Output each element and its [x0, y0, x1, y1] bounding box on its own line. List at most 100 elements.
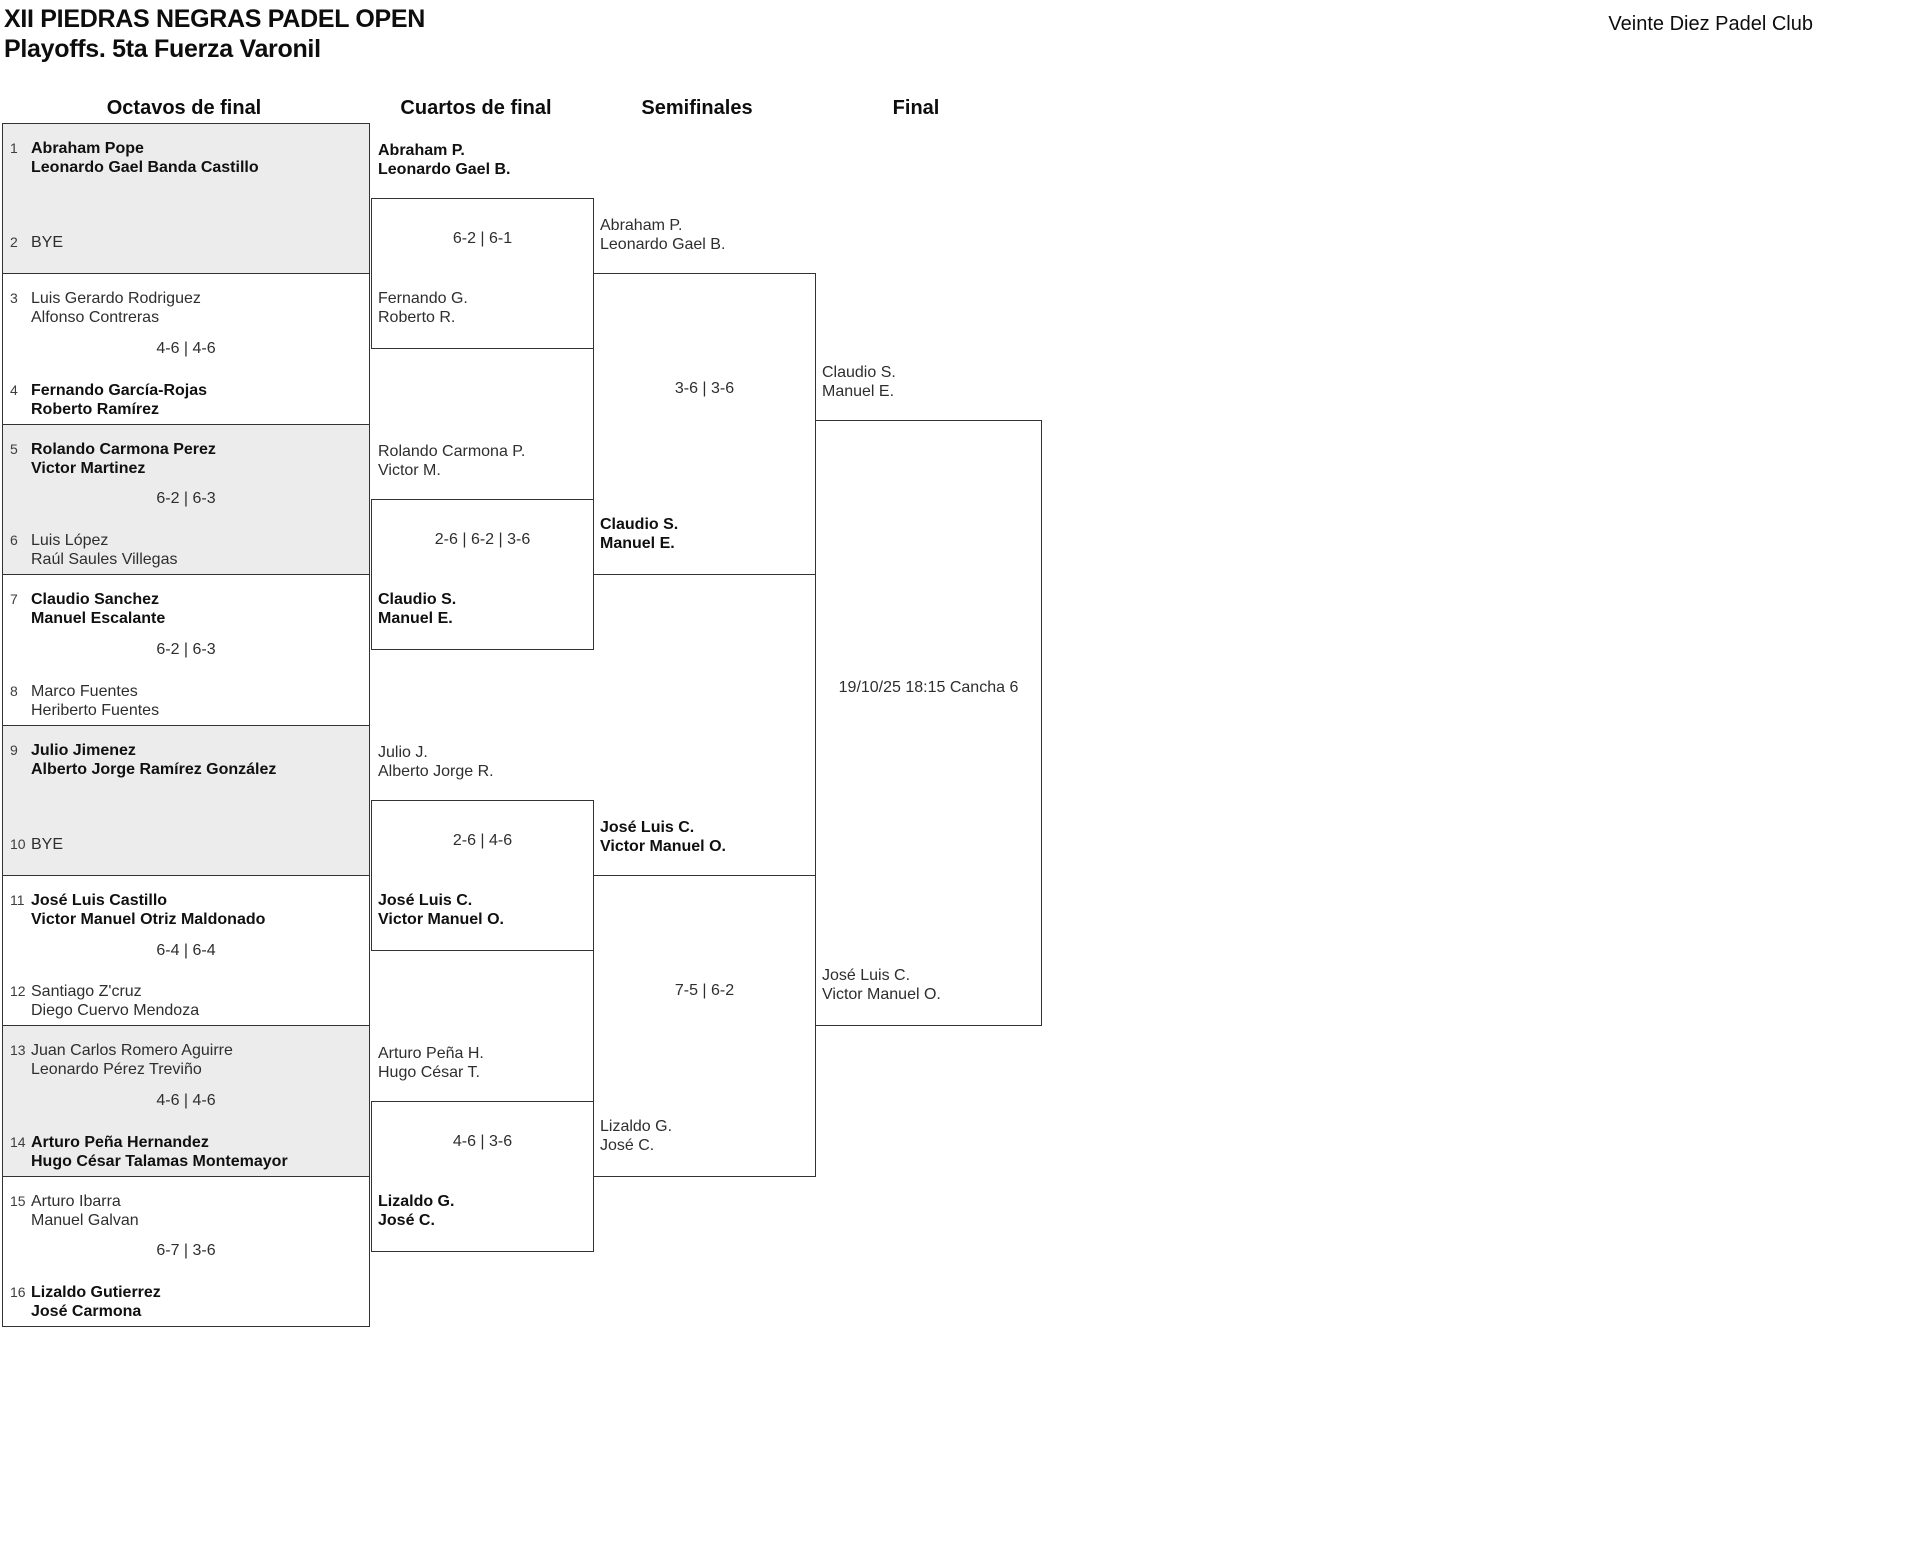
player-name: Leonardo Gael B.	[378, 161, 511, 178]
team-names: Claudio Sanchez Manuel Escalante	[31, 590, 359, 628]
match-score: 2-6 | 6-2 | 3-6	[434, 530, 531, 548]
seed-number: 13	[10, 1042, 26, 1059]
player-name: José Carmona	[31, 1303, 142, 1320]
seed-number: 5	[10, 440, 18, 457]
match-score: 6-2 | 6-3	[156, 640, 216, 658]
match-score: 6-4 | 6-4	[156, 941, 216, 959]
team-label: Claudio S. Manuel E.	[600, 515, 811, 553]
team-names: Marco Fuentes Heriberto Fuentes	[31, 682, 359, 720]
player-name: Leonardo Gael Banda Castillo	[31, 159, 259, 176]
player-name: José Luis C.	[378, 892, 473, 909]
match-score: 3-6 | 3-6	[674, 380, 735, 397]
team-label: Abraham P. Leonardo Gael B.	[378, 141, 589, 179]
team-slot: 8 Marco Fuentes Heriberto Fuentes	[10, 682, 359, 720]
seed-number: 4	[10, 381, 18, 398]
team-label: José Luis C. Victor Manuel O.	[378, 891, 589, 929]
player-name: Santiago Z'cruz	[31, 983, 142, 1001]
seed-number: 1	[10, 140, 18, 156]
r16-match-4: 7 Claudio Sanchez Manuel Escalante 6-2 |…	[3, 575, 369, 726]
match-score: 6-7 | 3-6	[156, 1242, 216, 1260]
team-label: Julio J. Alberto Jorge R.	[378, 743, 589, 781]
player-name: Manuel E.	[822, 383, 895, 400]
player-name: BYE	[31, 835, 64, 853]
seed-number: 7	[10, 591, 18, 608]
match-score: 6-2 | 6-1	[452, 229, 513, 247]
player-name: Diego Cuervo Mendoza	[31, 1002, 200, 1020]
match-score: 4-6 | 4-6	[156, 1091, 216, 1109]
r16-match-3: 5 Rolando Carmona Perez Victor Martinez …	[3, 424, 369, 576]
quarterfinal-match-2: Rolando Carmona P. Victor M. 2-6 | 6-2 |…	[371, 443, 594, 650]
player-name: Arturo Peña Hernandez	[31, 1133, 209, 1151]
r16-match-7: 13 Juan Carlos Romero Aguirre Leonardo P…	[3, 1026, 369, 1177]
player-name: Victor Manuel O.	[600, 838, 726, 855]
player-name: Julio Jimenez	[31, 741, 136, 759]
player-name: Luis López	[31, 532, 109, 550]
team-slot: 6 Luis López Raúl Saules Villegas	[10, 531, 359, 569]
team-label: Abraham P. Leonardo Gael B.	[600, 216, 811, 254]
player-name: Victor M.	[378, 462, 441, 479]
r16-match-2: 3 Luis Gerardo Rodriguez Alfonso Contrer…	[3, 274, 369, 425]
player-name: Heriberto Fuentes	[31, 701, 160, 719]
player-name: Claudio Sanchez	[31, 591, 160, 609]
player-name: Arturo Peña H.	[378, 1045, 484, 1062]
team-label: Lizaldo G. José C.	[600, 1117, 811, 1155]
team-names: Rolando Carmona Perez Victor Martinez	[31, 440, 359, 478]
player-name: Manuel Escalante	[31, 610, 166, 628]
player-name: Lizaldo Gutierrez	[31, 1284, 161, 1301]
player-name: Victor Martinez	[31, 459, 146, 477]
team-names: Luis Gerardo Rodriguez Alfonso Contreras	[31, 289, 359, 327]
r16-match-5: 9 Julio Jimenez Alberto Jorge Ramírez Go…	[3, 725, 369, 876]
team-label: José Luis C. Victor Manuel O.	[822, 966, 1037, 1004]
team-slot: 2 BYE	[10, 233, 359, 252]
final-match: Claudio S. Manuel E. 19/10/25 18:15 Canc…	[815, 364, 1042, 1026]
player-name: José Luis C.	[822, 967, 911, 984]
seed-number: 6	[10, 532, 18, 549]
player-name: Arturo Ibarra	[31, 1192, 121, 1210]
player-name: José Luis Castillo	[31, 891, 168, 909]
team-label: Arturo Peña H. Hugo César T.	[378, 1044, 589, 1082]
player-name: Victor Manuel O.	[378, 911, 504, 928]
seed-number: 3	[10, 290, 18, 307]
round-header-cuartos: Cuartos de final	[400, 97, 552, 119]
team-names: Juan Carlos Romero Aguirre Leonardo Pére…	[31, 1041, 359, 1079]
team-slot: 11 José Luis Castillo Victor Manuel Otri…	[10, 891, 359, 929]
seed-number: 11	[10, 891, 25, 908]
team-label: José Luis C. Victor Manuel O.	[600, 818, 811, 856]
player-name: Roberto Ramírez	[31, 400, 160, 418]
player-name: José C.	[600, 1137, 655, 1154]
team-names: BYE	[31, 233, 359, 252]
semifinal-match-2: José Luis C. Victor Manuel O. 7-5 | 6-2 …	[593, 819, 816, 1177]
round-header-semifinales: Semifinales	[641, 97, 753, 119]
r16-match-1: 1 Abraham Pope Leonardo Gael Banda Casti…	[3, 124, 369, 275]
player-name: Victor Manuel O.	[822, 986, 941, 1003]
player-name: Alberto Jorge Ramírez González	[31, 760, 277, 778]
team-names: Luis López Raúl Saules Villegas	[31, 531, 359, 569]
team-names: Arturo Peña Hernandez Hugo César Talamas…	[31, 1133, 359, 1171]
seed-number: 14	[10, 1133, 26, 1150]
final-schedule: 19/10/25 18:15 Cancha 6	[838, 679, 1019, 696]
player-name: Manuel E.	[600, 535, 675, 552]
team-names: José Luis Castillo Victor Manuel Otriz M…	[31, 891, 359, 929]
seed-number: 16	[10, 1284, 26, 1300]
team-names: Fernando García-Rojas Roberto Ramírez	[31, 381, 359, 419]
player-name: Alfonso Contreras	[31, 309, 160, 327]
team-slot: 1 Abraham Pope Leonardo Gael Banda Casti…	[10, 139, 359, 177]
page-title: XII PIEDRAS NEGRAS PADEL OPEN	[4, 5, 426, 33]
quarterfinal-match-4: Arturo Peña H. Hugo César T. 4-6 | 3-6 L…	[371, 1045, 594, 1252]
player-name: BYE	[31, 234, 64, 252]
player-name: Marco Fuentes	[31, 682, 138, 700]
team-label: Fernando G. Roberto R.	[378, 289, 589, 327]
r16-match-6: 11 José Luis Castillo Victor Manuel Otri…	[3, 876, 369, 1027]
team-slot: 3 Luis Gerardo Rodriguez Alfonso Contrer…	[10, 289, 359, 327]
team-names: Julio Jimenez Alberto Jorge Ramírez Gonz…	[31, 741, 359, 779]
team-slot: 7 Claudio Sanchez Manuel Escalante	[10, 590, 359, 628]
team-slot: 9 Julio Jimenez Alberto Jorge Ramírez Go…	[10, 741, 359, 779]
team-slot: 13 Juan Carlos Romero Aguirre Leonardo P…	[10, 1041, 359, 1079]
player-name: Claudio S.	[822, 364, 896, 381]
match-score: 2-6 | 4-6	[452, 831, 513, 849]
player-name: Victor Manuel Otriz Maldonado	[31, 910, 266, 928]
round-header-octavos: Octavos de final	[106, 97, 262, 119]
player-name: Fernando G.	[378, 290, 468, 307]
quarterfinal-match-3: Julio J. Alberto Jorge R. 2-6 | 4-6 José…	[371, 744, 594, 951]
bracket-column-octavos: 1 Abraham Pope Leonardo Gael Banda Casti…	[2, 123, 370, 1327]
